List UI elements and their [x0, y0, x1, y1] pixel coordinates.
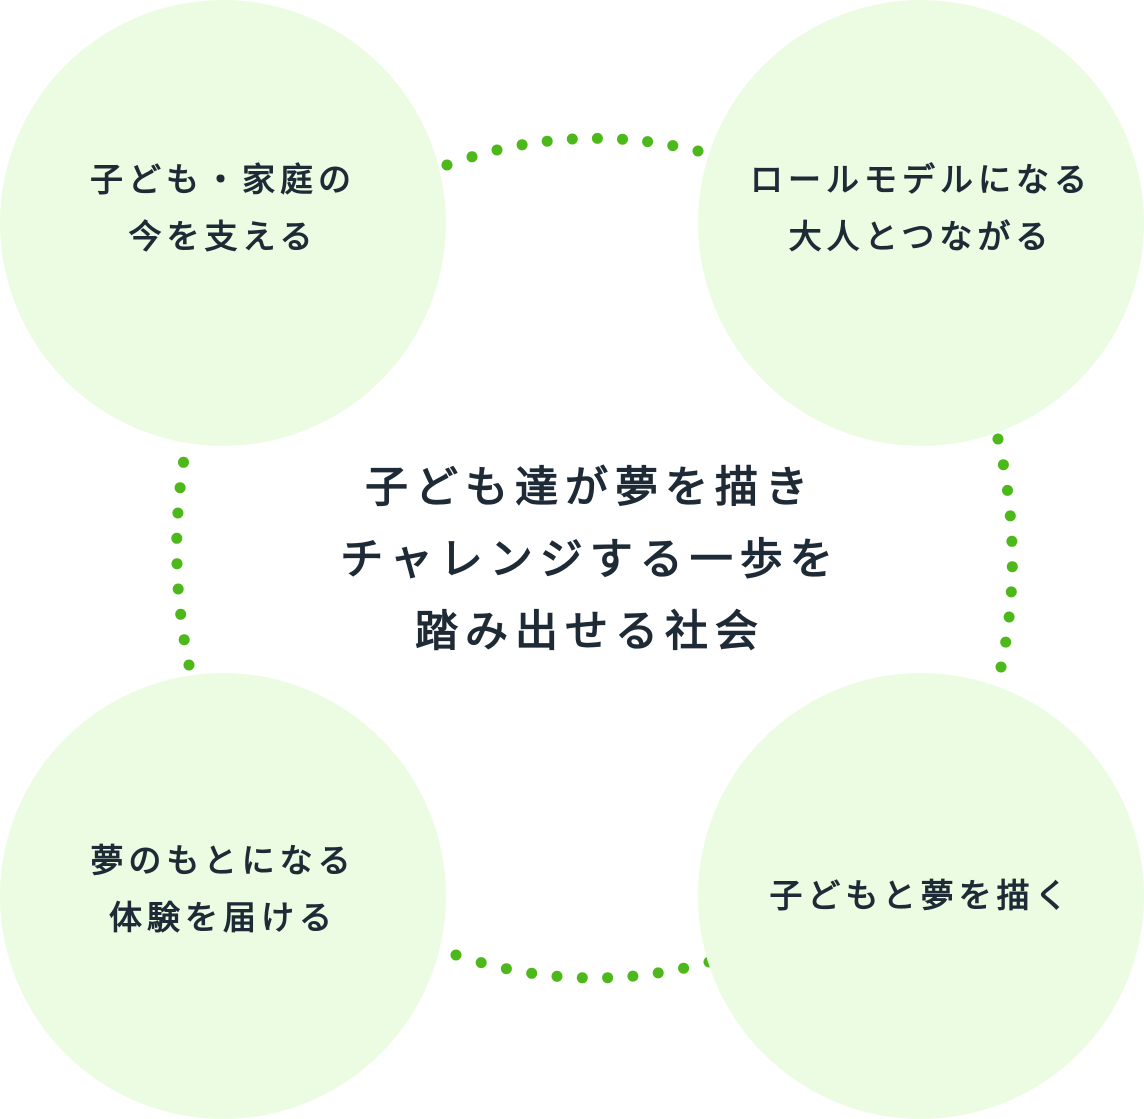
connector-dot: [992, 433, 1004, 445]
connector-dot: [178, 456, 189, 468]
connector-dot: [183, 659, 195, 671]
circle-label-line: 体験を届ける: [109, 898, 337, 937]
connector-dot: [171, 532, 183, 544]
connector-dot: [667, 140, 679, 152]
connector-dot: [692, 145, 704, 157]
connector-dot: [491, 144, 503, 156]
connector-dot: [566, 133, 578, 145]
circle-label: 夢のもとになる 体験を届ける: [90, 832, 355, 946]
center-message-line: 踏み出せる社会: [415, 607, 765, 657]
circle-label: 子ども・家庭の 今を支える: [90, 151, 356, 265]
dotted-connector-bottom: [450, 949, 715, 984]
connector-dot: [627, 970, 639, 982]
connector-dot: [591, 132, 603, 144]
connector-dot: [642, 136, 654, 148]
connector-dot: [576, 972, 588, 984]
connector-dot: [500, 963, 512, 975]
center-message: 子ども達が夢を描き チャレンジする一歩を 踏み出せる社会: [300, 452, 880, 668]
connector-dot: [602, 972, 614, 984]
circle-label-line: 子ども・家庭の: [90, 160, 356, 199]
connector-dot: [1000, 636, 1012, 648]
connector-dot: [475, 957, 487, 969]
connector-dot: [1002, 484, 1013, 496]
connector-dot: [997, 459, 1009, 471]
connector-dot: [172, 583, 184, 595]
circle-label-line: 大人とつながる: [788, 217, 1054, 256]
circle-label-line: 今を支える: [128, 217, 318, 256]
connector-dot: [1006, 561, 1018, 573]
connector-dot: [1003, 611, 1015, 623]
connector-dot: [678, 962, 690, 974]
dotted-connector-right: [992, 433, 1018, 673]
connector-dot: [171, 558, 183, 570]
connector-dot: [450, 949, 462, 961]
connector-dot: [516, 139, 528, 151]
circle-node-draw-dreams: 子どもと夢を描く: [698, 673, 1144, 1119]
connector-dot: [652, 967, 664, 979]
dotted-connector-top: [441, 132, 704, 171]
connector-dot: [1005, 586, 1017, 598]
circle-label: 子どもと夢を描く: [769, 867, 1072, 924]
circle-label-line: 夢のもとになる: [90, 841, 356, 880]
connector-dot: [541, 135, 553, 147]
connector-dot: [174, 482, 186, 494]
connector-dot: [1004, 510, 1016, 522]
connector-dot: [441, 159, 453, 171]
circle-label-line: ロールモデルになる: [750, 160, 1092, 199]
connector-dot: [995, 661, 1007, 673]
circle-node-role-models: ロールモデルになる 大人とつながる: [698, 0, 1144, 446]
connector-dot: [175, 608, 187, 620]
circle-node-support-families: 子ども・家庭の 今を支える: [0, 0, 446, 446]
connector-dot: [526, 967, 538, 979]
circle-label-line: 子どもと夢を描く: [769, 875, 1073, 915]
circle-label: ロールモデルになる 大人とつながる: [750, 151, 1092, 265]
circle-node-experiences: 夢のもとになる 体験を届ける: [0, 673, 446, 1119]
center-message-line: チャレンジする一歩を: [340, 535, 840, 585]
center-message-line: 子ども達が夢を描き: [365, 463, 815, 513]
connector-dot: [617, 133, 628, 145]
connector-dot: [1006, 535, 1018, 547]
connector-dot: [172, 507, 184, 519]
dotted-connector-left: [171, 431, 195, 671]
connector-dot: [178, 634, 190, 646]
connector-dot: [551, 970, 563, 982]
connector-dot: [466, 151, 478, 163]
